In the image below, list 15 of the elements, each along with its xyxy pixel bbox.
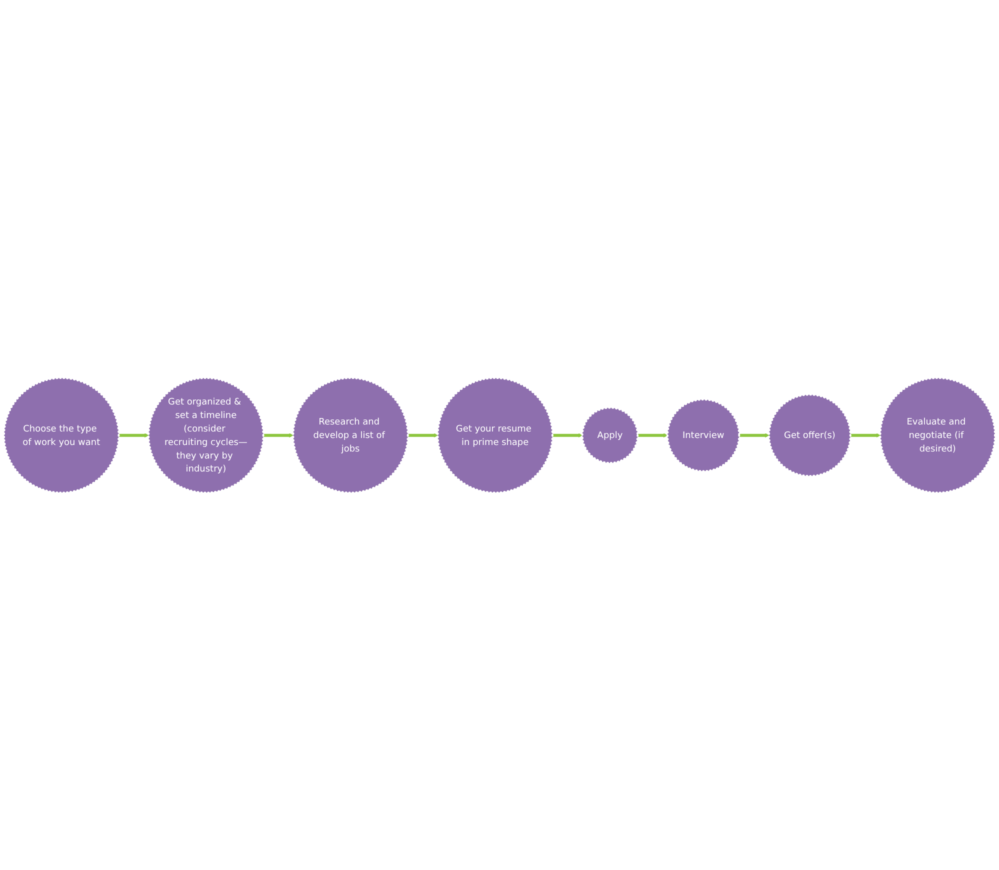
- arrow: [739, 432, 770, 438]
- arrow: [118, 432, 149, 438]
- arrow: [638, 432, 668, 438]
- arrow: [552, 432, 583, 438]
- arrow: [263, 432, 294, 438]
- node-circle: Apply: [581, 406, 639, 464]
- arrow: [408, 432, 438, 438]
- node-circle: Research and develop a list of jobs: [292, 376, 409, 494]
- node-circle: Get organized & set a timeline (consider recruiting cycles—they vary by industry): [148, 376, 264, 494]
- node-circle: Interview: [666, 398, 740, 472]
- arrow: [850, 432, 880, 438]
- node-circle: Evaluate and negotiate (if desired): [879, 376, 996, 494]
- node-circle: Get offer(s): [768, 393, 852, 477]
- node-circle: Get your resume in prime shape: [436, 376, 554, 494]
- node-circle: Choose the type of work you want: [3, 376, 120, 494]
